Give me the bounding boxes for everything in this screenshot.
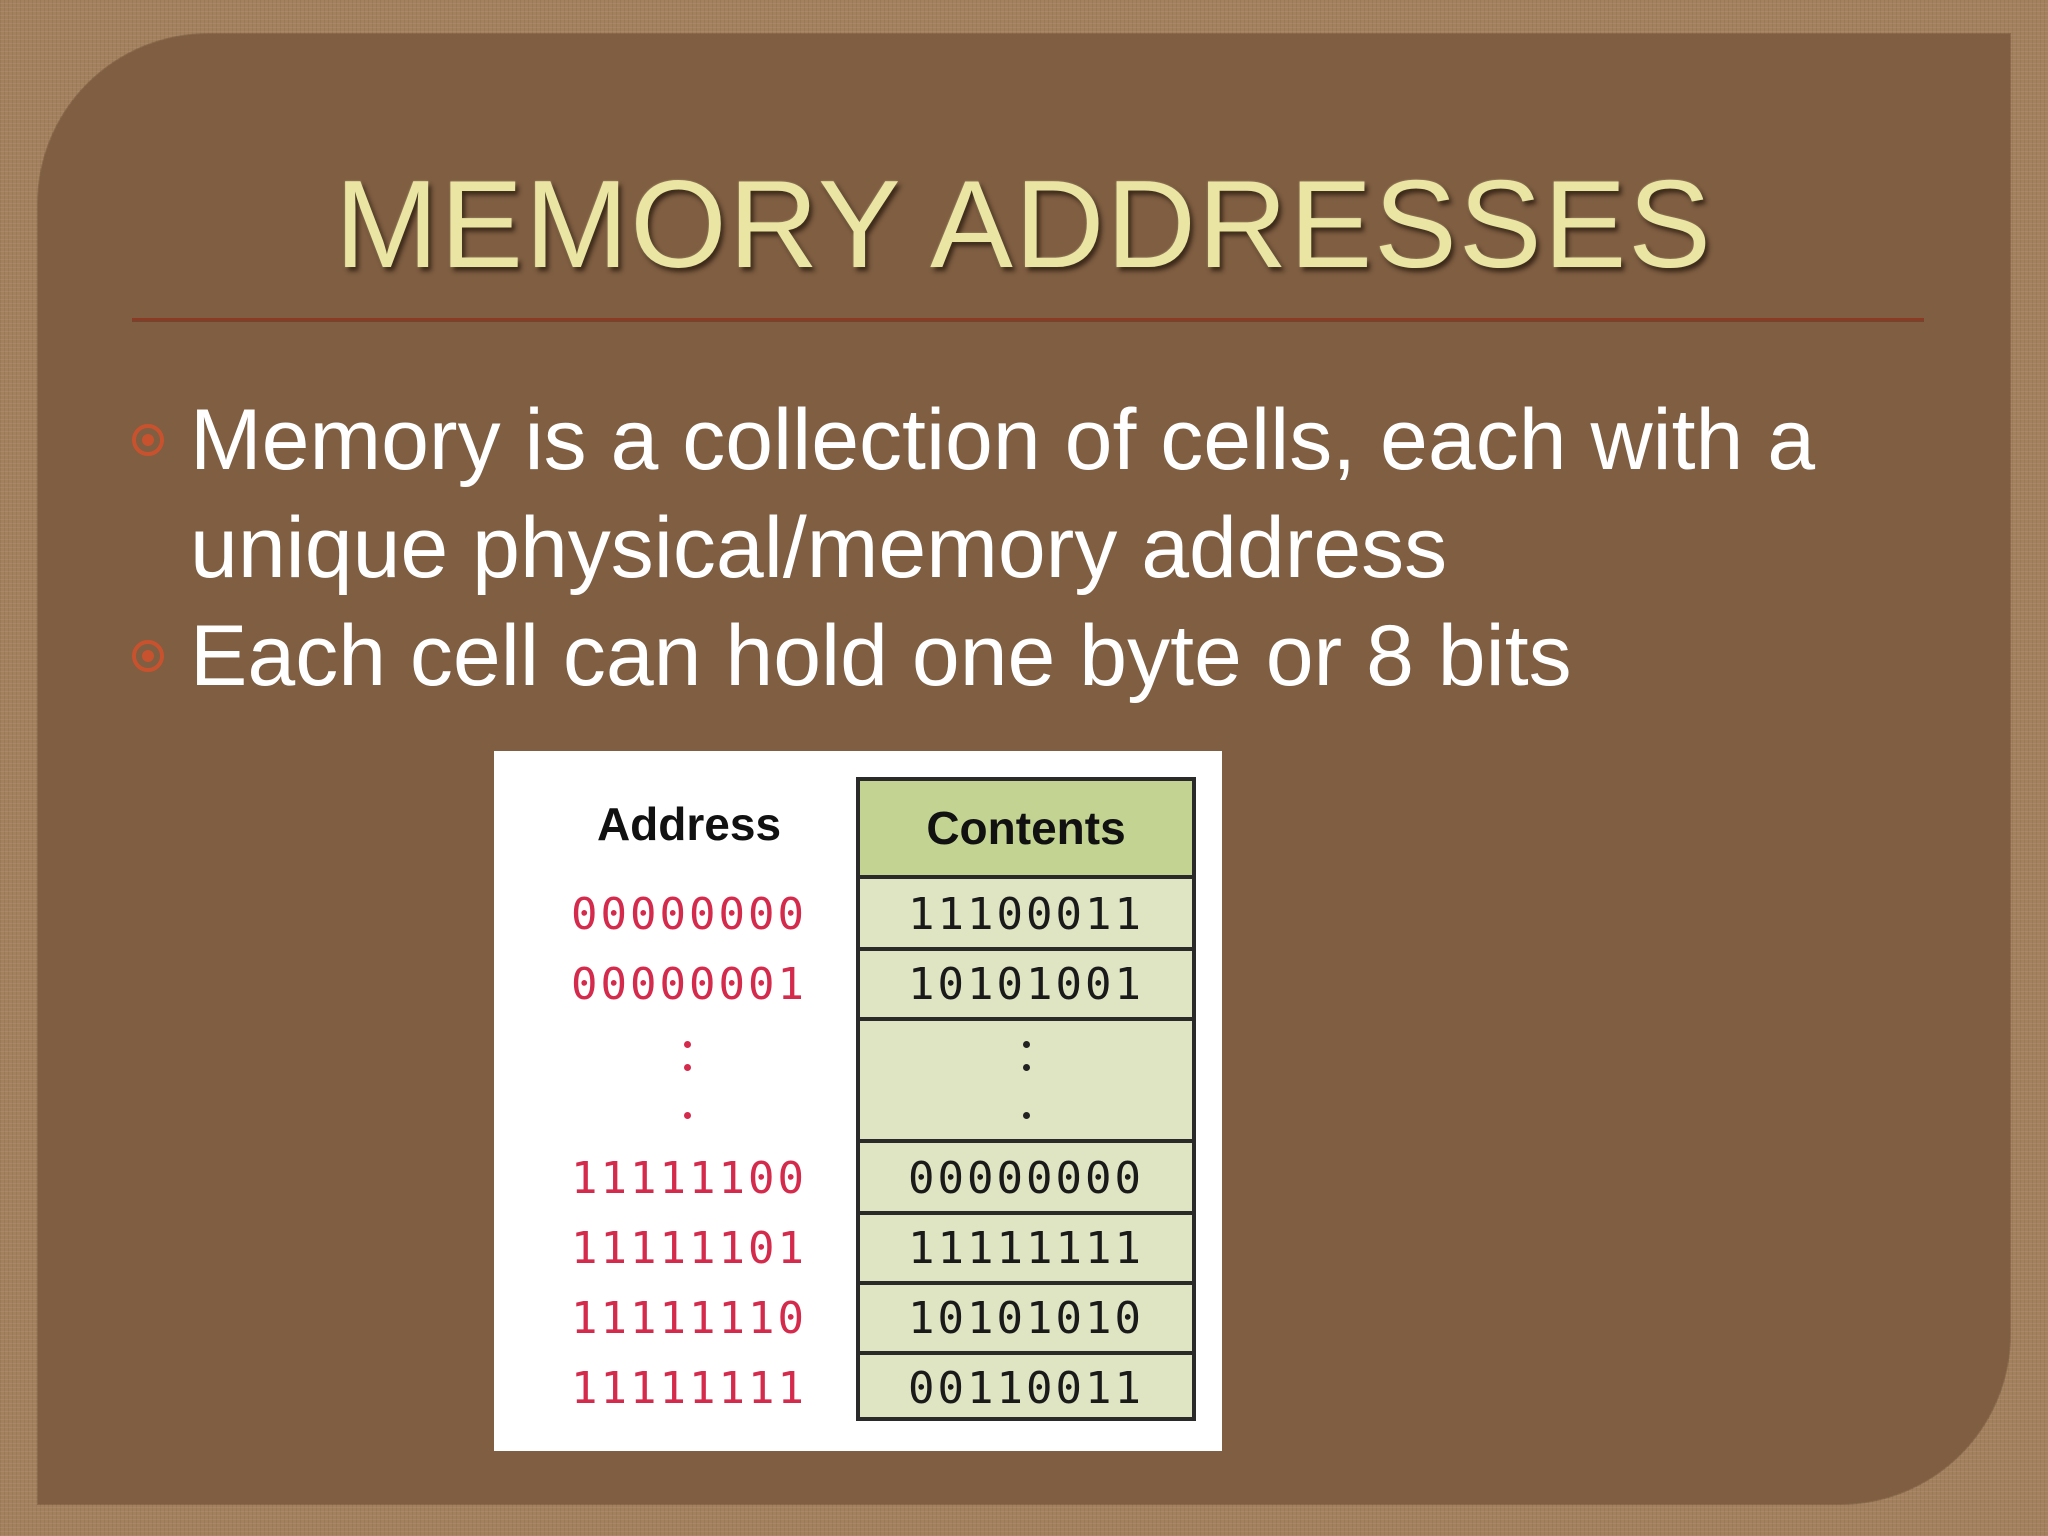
address-cell: 11111101 xyxy=(571,1223,807,1274)
cell-divider xyxy=(860,1017,1192,1021)
address-column-header: Address xyxy=(596,798,782,850)
address-cell: 00000000 xyxy=(571,889,807,940)
cell-divider xyxy=(860,1351,1192,1355)
bullet-item-1: Memory is a collection of cells, each wi… xyxy=(130,386,1930,602)
slide-title: MEMORY ADDRESSES xyxy=(334,156,1714,294)
contents-ellipsis-dot xyxy=(1023,1041,1030,1048)
cell-divider xyxy=(860,1139,1192,1143)
cell-divider xyxy=(860,1211,1192,1215)
address-ellipsis-dot xyxy=(684,1041,691,1048)
contents-cell: 00000000 xyxy=(908,1153,1144,1204)
contents-ellipsis-dot xyxy=(1023,1112,1030,1119)
cell-divider xyxy=(860,947,1192,951)
address-cell: 00000001 xyxy=(571,959,807,1010)
bullet-text-1: Memory is a collection of cells, each wi… xyxy=(190,392,1816,596)
contents-cell: 10101001 xyxy=(908,959,1144,1010)
memory-figure: Address 00000000 00000001 11111100 11111… xyxy=(494,751,1222,1451)
contents-cell: 10101010 xyxy=(908,1293,1144,1344)
address-cell: 11111110 xyxy=(571,1293,807,1344)
bullet-text-2: Each cell can hold one byte or 8 bits xyxy=(190,608,1572,704)
contents-column-header: Contents xyxy=(860,781,1192,879)
address-ellipsis-dot xyxy=(684,1064,691,1071)
bullet-target-icon xyxy=(132,640,164,672)
contents-column: Contents 11100011 10101001 00000000 1111… xyxy=(856,777,1196,1421)
cell-divider xyxy=(860,1281,1192,1285)
address-cell: 11111111 xyxy=(571,1363,807,1414)
address-ellipsis-dot xyxy=(684,1112,691,1119)
address-cell: 11111100 xyxy=(571,1153,807,1204)
contents-ellipsis-dot xyxy=(1023,1064,1030,1071)
bullet-list: Memory is a collection of cells, each wi… xyxy=(130,386,1930,710)
contents-cell: 11111111 xyxy=(908,1223,1144,1274)
bullet-target-icon xyxy=(132,424,164,456)
title-divider xyxy=(132,318,1924,321)
contents-cell: 11100011 xyxy=(908,889,1144,940)
contents-cell: 00110011 xyxy=(908,1363,1144,1414)
bullet-item-2: Each cell can hold one byte or 8 bits xyxy=(130,602,1930,710)
